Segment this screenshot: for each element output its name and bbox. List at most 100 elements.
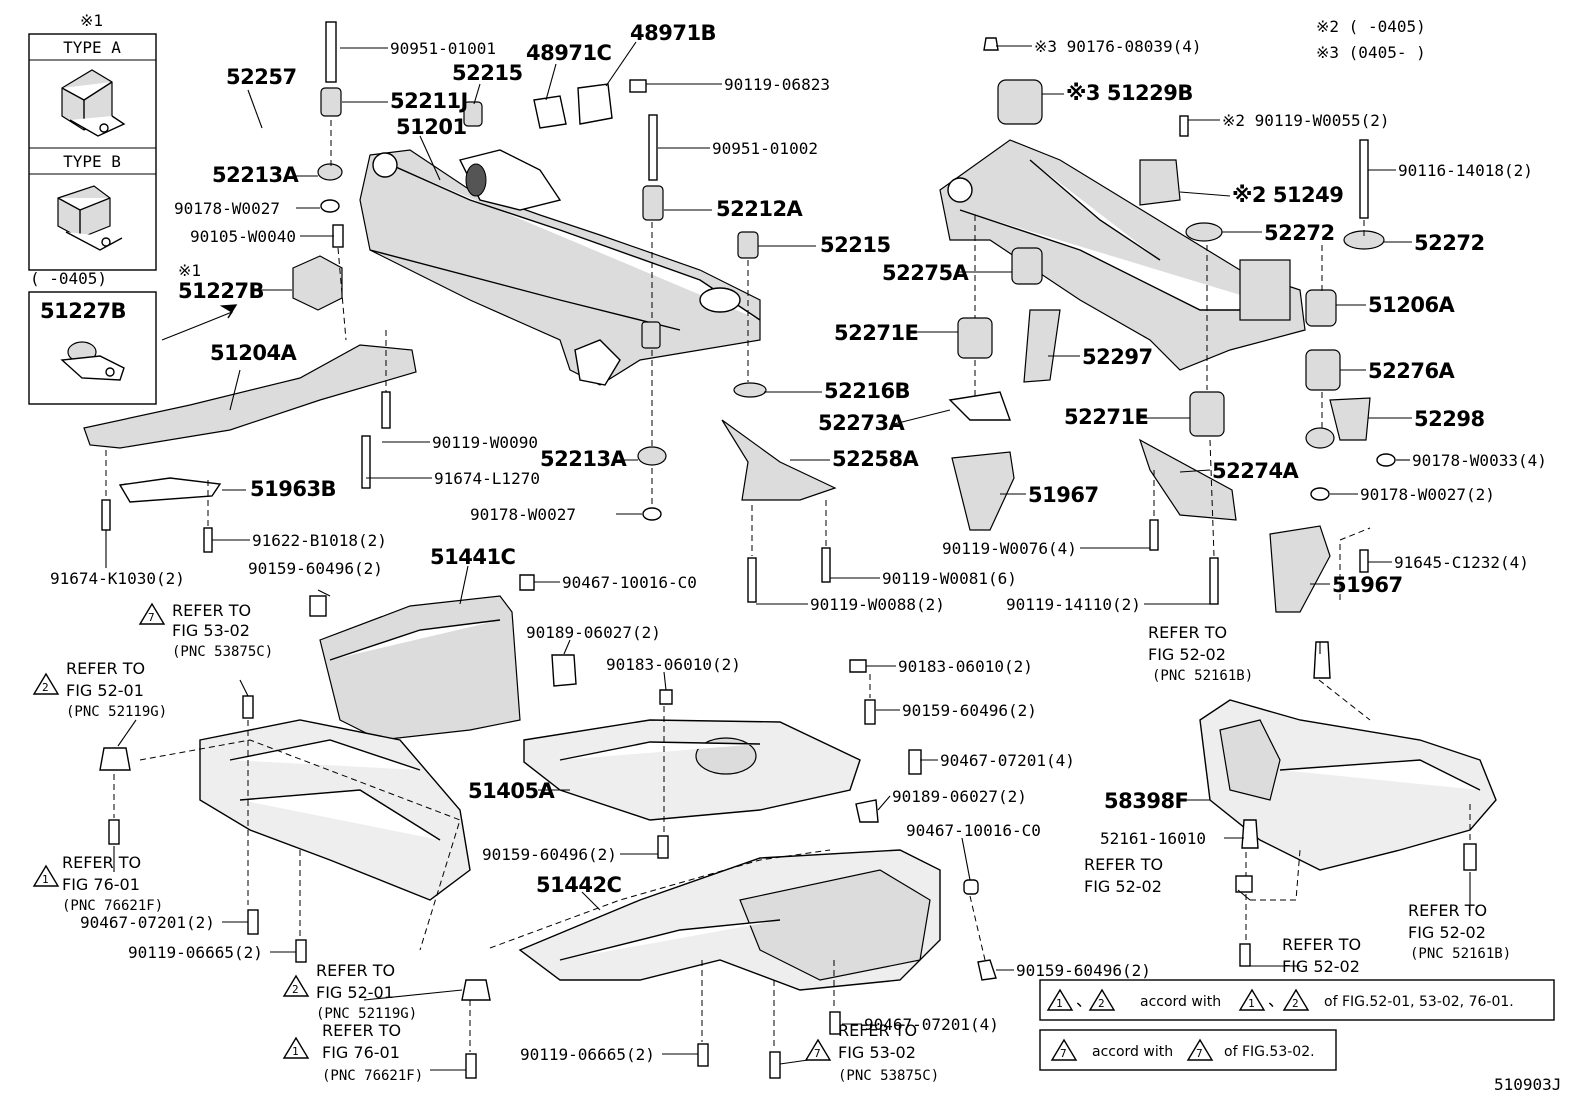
callout-52211J: 52211J [390,89,468,113]
callout-51967-b: 51967 [1332,573,1403,597]
ref-fig-52-02-c: REFER TO FIG 52-02 [1282,935,1361,976]
svg-text:FIG 76-01: FIG 76-01 [62,875,140,894]
callout-52271E-b: 52271E [1064,405,1148,429]
svg-text:FIG 76-01: FIG 76-01 [322,1043,400,1062]
callout-90951-01001: 90951-01001 [390,39,496,58]
legend-row-1-tail: of FIG.52-01, 53-02, 76-01. [1324,994,1514,1010]
leader-lines [105,41,1471,1071]
callout-51442C: 51442C [536,873,622,897]
callout-90178-W0027-b: 90178-W0027 [470,505,576,524]
figure-id: 510903J [1494,1075,1561,1094]
svg-text:(PNC 52161B): (PNC 52161B) [1410,946,1511,962]
callout-91674-K1030: 91674-K1030(2) [50,569,185,588]
svg-text:FIG 52-01: FIG 52-01 [66,681,144,700]
callout-52161-16010: 52161-16010 [1100,829,1206,848]
legend: 1 、 2 accord with 1 、 2 of FIG.52-01, 53… [1039,979,1555,1071]
callout-90119-14110: 90119-14110(2) [1006,595,1141,614]
callout-51249: ※2 51249 [1232,183,1343,207]
guide-lines [105,120,1471,1052]
center-arm-drawing [637,382,837,603]
svg-text:REFER TO: REFER TO [1084,855,1163,874]
old-mount-part-number: 51227B [40,299,126,323]
callout-51227B: 51227B [178,279,264,303]
callout-52276A: 52276A [1368,359,1456,383]
callout-90119-06823: 90119-06823 [724,75,830,94]
callout-90176-08039: ※3 90176-08039(4) [1034,37,1202,56]
svg-text:1: 1 [1248,997,1255,1010]
upgrade-arrow [161,311,233,341]
callout-52215: 52215 [452,61,523,85]
svg-text:7: 7 [1196,1047,1203,1060]
callout-51441C: 51441C [430,545,516,569]
callout-90119-06665-b: 90119-06665(2) [520,1045,655,1064]
svg-text:FIG 52-01: FIG 52-01 [316,983,394,1002]
svg-text:、: 、 [1268,991,1284,1010]
callout-52274A: 52274A [1212,459,1300,483]
callout-90467-10016-C0: 90467-10016-C0 [562,573,697,592]
ref-fig-53-02-a: 7 REFER TO FIG 53-02 (PNC 53875C) [138,601,273,660]
callout-48971C: 48971C [526,41,612,65]
callout-90159-60496-c: 90159-60496(2) [482,845,617,864]
note-3: ※3 (0405- ) [1316,43,1426,62]
callout-52275A: 52275A [882,261,970,285]
ref-fig-53-02-b: 7 REFER TO FIG 53-02 (PNC 53875C) [804,1021,939,1084]
svg-text:FIG 52-02: FIG 52-02 [1148,645,1226,664]
ref-fig-52-02-b: REFER TO FIG 52-02 [1084,855,1163,896]
svg-text:REFER TO: REFER TO [316,961,395,980]
legend-row-2-tail: of FIG.53-02. [1224,1044,1315,1060]
ref-fig-52-02-a: REFER TO FIG 52-02 (PNC 52161B) [1148,623,1253,684]
svg-text:7: 7 [814,1047,821,1060]
ref-fig-52-01-a: 2 REFER TO FIG 52-01 (PNC 52119G) [32,659,167,720]
svg-text:(PNC 76621F): (PNC 76621F) [62,898,163,914]
front-fasteners-drawing [292,21,759,349]
callout-90159-60496: 90159-60496(2) [248,559,383,578]
svg-text:REFER TO: REFER TO [66,659,145,678]
callout-90178-W0027: 90178-W0027 [174,199,280,218]
svg-text:2: 2 [1292,997,1299,1010]
cover-51441C-drawing [99,574,577,963]
svg-text:2: 2 [292,983,299,996]
callout-48971B: 48971B [630,21,716,45]
callout-52272: 52272 [1264,221,1335,245]
callout-51204A: 51204A [210,341,298,365]
ref-fig-52-02-d: REFER TO FIG 52-02 (PNC 52161B) [1408,901,1511,962]
callout-90159-60496-d: 90159-60496(2) [1016,961,1151,980]
callout-90119-W0055: ※2 90119-W0055(2) [1222,111,1390,130]
member-51204A-drawing [83,344,417,553]
callout-52258A: 52258A [832,447,920,471]
svg-text:FIG 52-02: FIG 52-02 [1408,923,1486,942]
callout-51963B: 51963B [250,477,336,501]
type-b-label: TYPE B [63,152,121,171]
callout-90105-W0040: 90105-W0040 [190,227,296,246]
ref-blocks: 7 REFER TO FIG 53-02 (PNC 53875C) 2 REFE… [32,601,1511,1084]
svg-text:7: 7 [1060,1047,1067,1060]
svg-text:FIG 53-02: FIG 53-02 [838,1043,916,1062]
legend-row-1-text: accord with [1140,994,1221,1010]
svg-text:REFER TO: REFER TO [322,1021,401,1040]
callout-90467-07201-c: 90467-07201(4) [864,1015,999,1034]
callout-52215-b: 52215 [820,233,891,257]
svg-text:(PNC 53875C): (PNC 53875C) [838,1068,939,1084]
callout-90119-W0088: 90119-W0088(2) [810,595,945,614]
svg-text:(PNC 52119G): (PNC 52119G) [316,1006,417,1022]
callout-51229B: ※3 51229B [1066,81,1193,105]
ref-fig-52-01-b: 2 REFER TO FIG 52-01 (PNC 52119G) [282,961,417,1022]
callout-90189-06027: 90189-06027(2) [526,623,661,642]
callout-52257: 52257 [226,65,297,89]
svg-text:REFER TO: REFER TO [62,853,141,872]
svg-text:1: 1 [1056,997,1063,1010]
type-note-mark: ※1 [80,11,103,30]
legend-row-2-text: accord with [1092,1044,1173,1060]
svg-text:FIG 53-02: FIG 53-02 [172,621,250,640]
callout-90119-06665: 90119-06665(2) [128,943,263,962]
svg-text:2: 2 [1098,997,1105,1010]
callout-90119-W0081: 90119-W0081(6) [882,569,1017,588]
callout-52273A: 52273A [818,411,906,435]
svg-text:REFER TO: REFER TO [838,1021,917,1040]
svg-text:2: 2 [42,681,49,694]
callout-90119-W0076: 90119-W0076(4) [942,539,1077,558]
callout-90178-W0027-c: 90178-W0027(2) [1360,485,1495,504]
callout-52213A: 52213A [212,163,300,187]
